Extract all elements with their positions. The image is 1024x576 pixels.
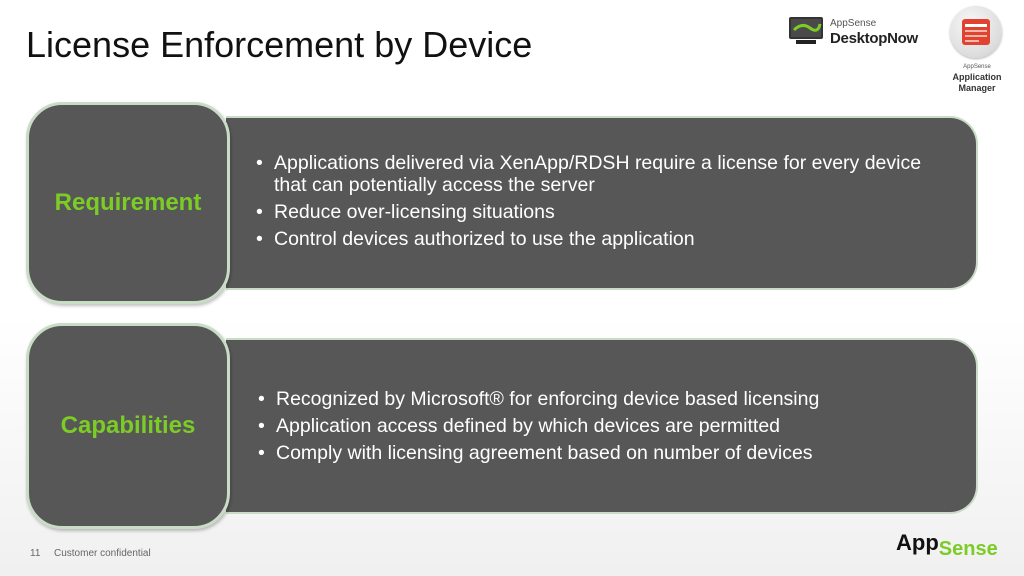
monitor-icon [789, 17, 823, 44]
list-item: Control devices authorized to use the ap… [252, 228, 932, 250]
capabilities-heading: Capabilities [60, 412, 196, 439]
requirement-heading: Requirement [54, 189, 202, 216]
desktopnow-brand-name: DesktopNow [830, 30, 918, 47]
app-manager-line1: Application [952, 72, 1002, 82]
brand-sense-text: Sense [938, 538, 998, 560]
capabilities-panel: Recognized by Microsoft® for enforcing d… [226, 338, 978, 514]
confidential-label: Customer confidential [54, 548, 151, 559]
application-manager-logo: AppSense Application Manager [944, 4, 1010, 96]
list-item: Comply with licensing agreement based on… [254, 442, 954, 464]
app-manager-line2: Manager [958, 83, 996, 93]
page-number: 11 [30, 548, 41, 559]
list-item: Recognized by Microsoft® for enforcing d… [254, 388, 954, 410]
slide-title: License Enforcement by Device [26, 24, 533, 65]
brand-app-text: App [896, 530, 939, 555]
app-manager-brand-name: Application Manager [944, 72, 1010, 94]
list-item: Reduce over-licensing situations [252, 201, 932, 223]
list-item: Applications delivered via XenApp/RDSH r… [252, 152, 932, 196]
desktopnow-brand-small: AppSense [830, 18, 877, 29]
desktopnow-logo: AppSense DesktopNow [786, 14, 926, 54]
application-manager-icon [950, 6, 1002, 58]
capabilities-bullets: Recognized by Microsoft® for enforcing d… [254, 388, 954, 469]
requirement-bullets: Applications delivered via XenApp/RDSH r… [252, 152, 932, 255]
appsense-logo: AppSense [896, 530, 998, 560]
list-item: Application access defined by which devi… [254, 415, 954, 437]
requirement-panel: Applications delivered via XenApp/RDSH r… [226, 116, 978, 290]
requirement-tile: Requirement [26, 102, 230, 304]
capabilities-tile: Capabilities [26, 323, 230, 529]
app-manager-brand-small: AppSense [963, 64, 991, 70]
